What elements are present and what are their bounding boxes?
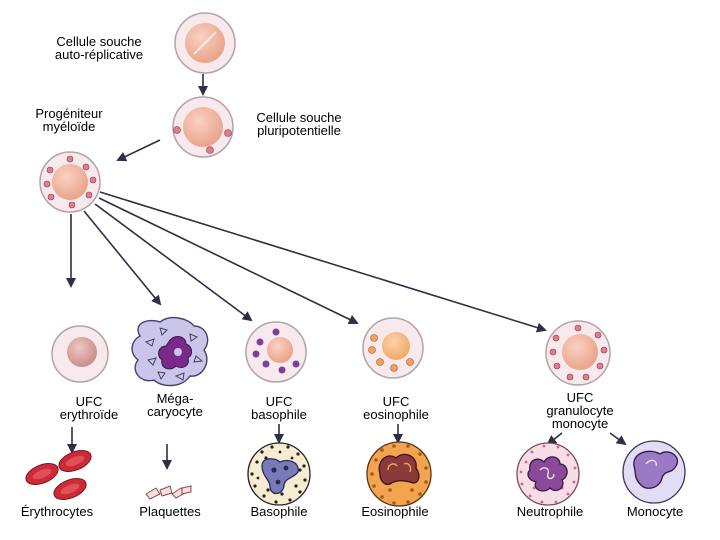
label-megakaryocyte: Méga- caryocyte <box>147 391 203 419</box>
label-self-renewing-stem-cell: Cellule souche auto-réplicative <box>54 34 144 62</box>
label-pluripotent-stem-cell: Cellule souche pluripotentielle <box>256 110 342 138</box>
basophil-cell <box>247 442 311 506</box>
basophil-granules <box>250 445 307 504</box>
neutrophil-cell <box>516 442 580 506</box>
pluripotent-stem-cell <box>172 96 234 158</box>
self-renewing-stem-cell <box>174 12 236 74</box>
myeloid-progenitor-cell <box>39 151 101 213</box>
erythrocytes-cells <box>25 450 92 500</box>
label-cfu-eosinophil: UFC eosinophile <box>363 394 429 422</box>
label-monocyte: Monocyte <box>626 504 684 519</box>
label-cfu-basophil: UFC basophile <box>251 394 307 422</box>
eosinophil-cell <box>366 441 432 507</box>
label-eosinophil: Eosinophile <box>361 504 429 519</box>
label-basophil: Basophile <box>250 504 308 519</box>
cfu-eosinophil-cell <box>362 317 424 379</box>
label-cfu-erythroid: UFC erythroïde <box>59 394 119 422</box>
label-neutrophil: Neutrophile <box>516 504 584 519</box>
arrow-to-monocyte <box>609 432 627 446</box>
cfu-erythroid-cell <box>51 325 109 383</box>
label-platelets: Plaquettes <box>139 504 201 519</box>
cfu-gm-cell <box>545 320 611 386</box>
arrow-to-neutrophil <box>546 432 563 446</box>
arrow-to-cfu-gm <box>99 191 547 333</box>
cfu-basophil-cell <box>245 321 307 383</box>
arrow-to-cfu-basophil <box>94 203 253 322</box>
arrow-to-megakaryocyte <box>83 210 162 306</box>
label-myeloid-progenitor: Progéniteur myéloïde <box>35 106 103 134</box>
monocyte-cell <box>622 440 686 504</box>
megakaryocyte-cell <box>131 316 209 387</box>
label-erythrocytes: Érythrocytes <box>20 504 94 519</box>
eosinophil-granules <box>370 444 428 505</box>
label-cfu-gm: UFC granulocyte monocyte <box>546 390 614 431</box>
platelets-cells <box>145 485 192 500</box>
arrow-pluripotent-to-myeloid <box>116 139 161 162</box>
arrow-to-cfu-eosinophil <box>98 197 359 325</box>
lineage-arrows <box>66 74 627 470</box>
